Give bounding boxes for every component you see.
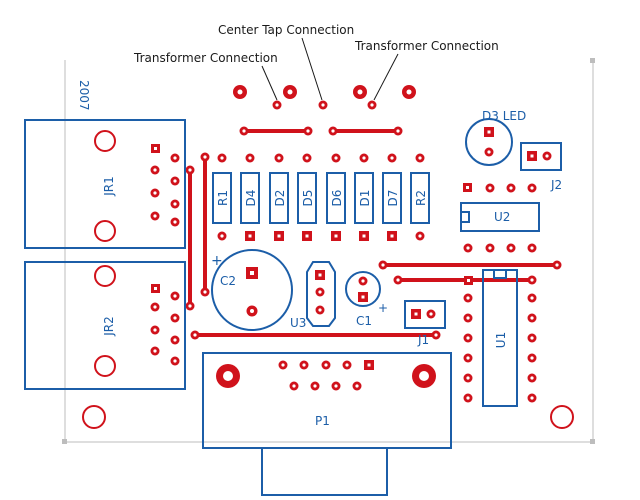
u2-label: U2 (494, 210, 510, 224)
j2-label: J2 (550, 178, 562, 192)
c1-plus: + (378, 301, 388, 315)
r1-label: R1 (216, 190, 230, 206)
d3-led (465, 118, 513, 166)
jr1-label: JR1 (102, 176, 116, 197)
c1-label: C1 (356, 314, 372, 328)
u1-chip (463, 269, 537, 407)
mounting-holes (82, 405, 574, 429)
c2-label: C2 (220, 274, 236, 288)
p1-label: P1 (315, 414, 330, 428)
d3-led-label: D3 LED (482, 109, 526, 123)
board-corner-marks (62, 58, 595, 444)
trace-end-pads (185, 126, 562, 340)
j1-header (404, 300, 446, 329)
jr2-label: JR2 (102, 316, 116, 337)
callout-center-tap: Center Tap Connection (218, 23, 354, 37)
callout-transformer-right: Transformer Connection (354, 39, 499, 53)
j1-label: J1 (417, 333, 429, 347)
u2-chip (460, 183, 540, 253)
c1-capacitor (345, 271, 381, 307)
j2-header (520, 142, 562, 171)
d2-label: D2 (273, 190, 287, 207)
c2-capacitor (211, 249, 293, 331)
callout-transformer-left: Transformer Connection (133, 51, 278, 65)
d4-label: D4 (244, 190, 258, 207)
callout-leaders (261, 37, 399, 101)
c2-plus: + (211, 253, 223, 269)
d5-label: D5 (301, 190, 315, 207)
transformer-pads (233, 85, 416, 110)
d7-label: D7 (386, 190, 400, 207)
u3-regulator (306, 261, 336, 327)
r2-label: R2 (414, 190, 428, 206)
d6-label: D6 (330, 190, 344, 207)
year-label: 2007 (77, 80, 91, 111)
u1-label: U1 (494, 332, 508, 348)
u3-label: U3 (290, 316, 306, 330)
board-outline (64, 60, 594, 443)
d1-label: D1 (358, 190, 372, 207)
jr1-jack (24, 119, 186, 249)
resistor-diode-row (212, 153, 430, 241)
p1-connector (202, 352, 452, 496)
jr2-jack (24, 261, 186, 390)
